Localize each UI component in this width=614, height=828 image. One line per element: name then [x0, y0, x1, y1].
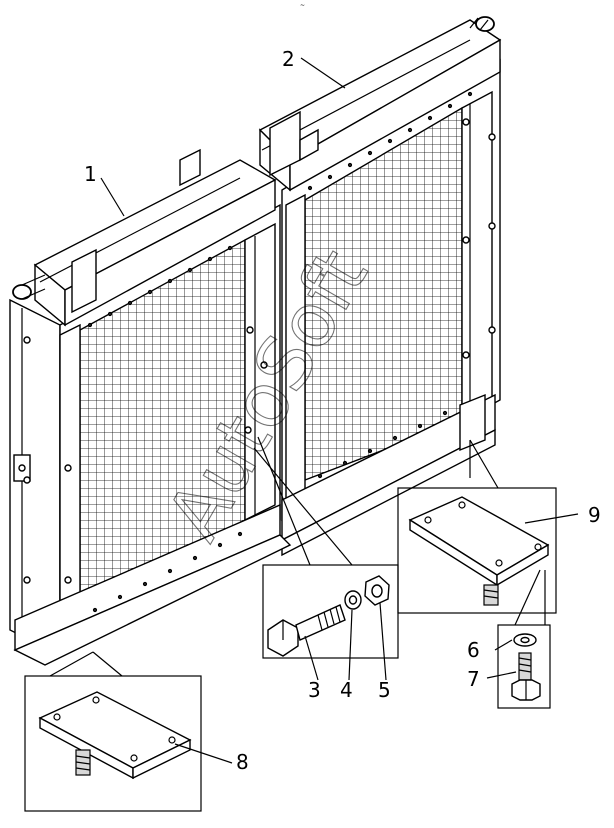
leader-2	[300, 57, 346, 89]
callout-5: 5	[378, 678, 391, 702]
callout-8: 8	[236, 750, 249, 774]
header-mark: ~	[300, 2, 305, 9]
radiator-left	[9, 148, 292, 666]
washer-part	[344, 590, 362, 610]
detail-plate-9	[397, 439, 579, 614]
callout-4: 4	[340, 678, 353, 702]
callout-1: 1	[84, 162, 97, 186]
detail-mount-bolt	[486, 569, 551, 709]
callout-3: 3	[308, 678, 321, 702]
callout-9: 9	[588, 503, 601, 527]
callout-6: 6	[467, 638, 480, 662]
nut-part	[364, 575, 390, 606]
radiator-right	[258, 16, 502, 557]
leader-1	[100, 177, 125, 217]
detail-plate-8	[24, 651, 233, 812]
callout-7: 7	[467, 667, 480, 691]
detail-fasteners	[253, 436, 399, 681]
bolt-part	[267, 604, 346, 657]
callout-2: 2	[282, 47, 295, 71]
